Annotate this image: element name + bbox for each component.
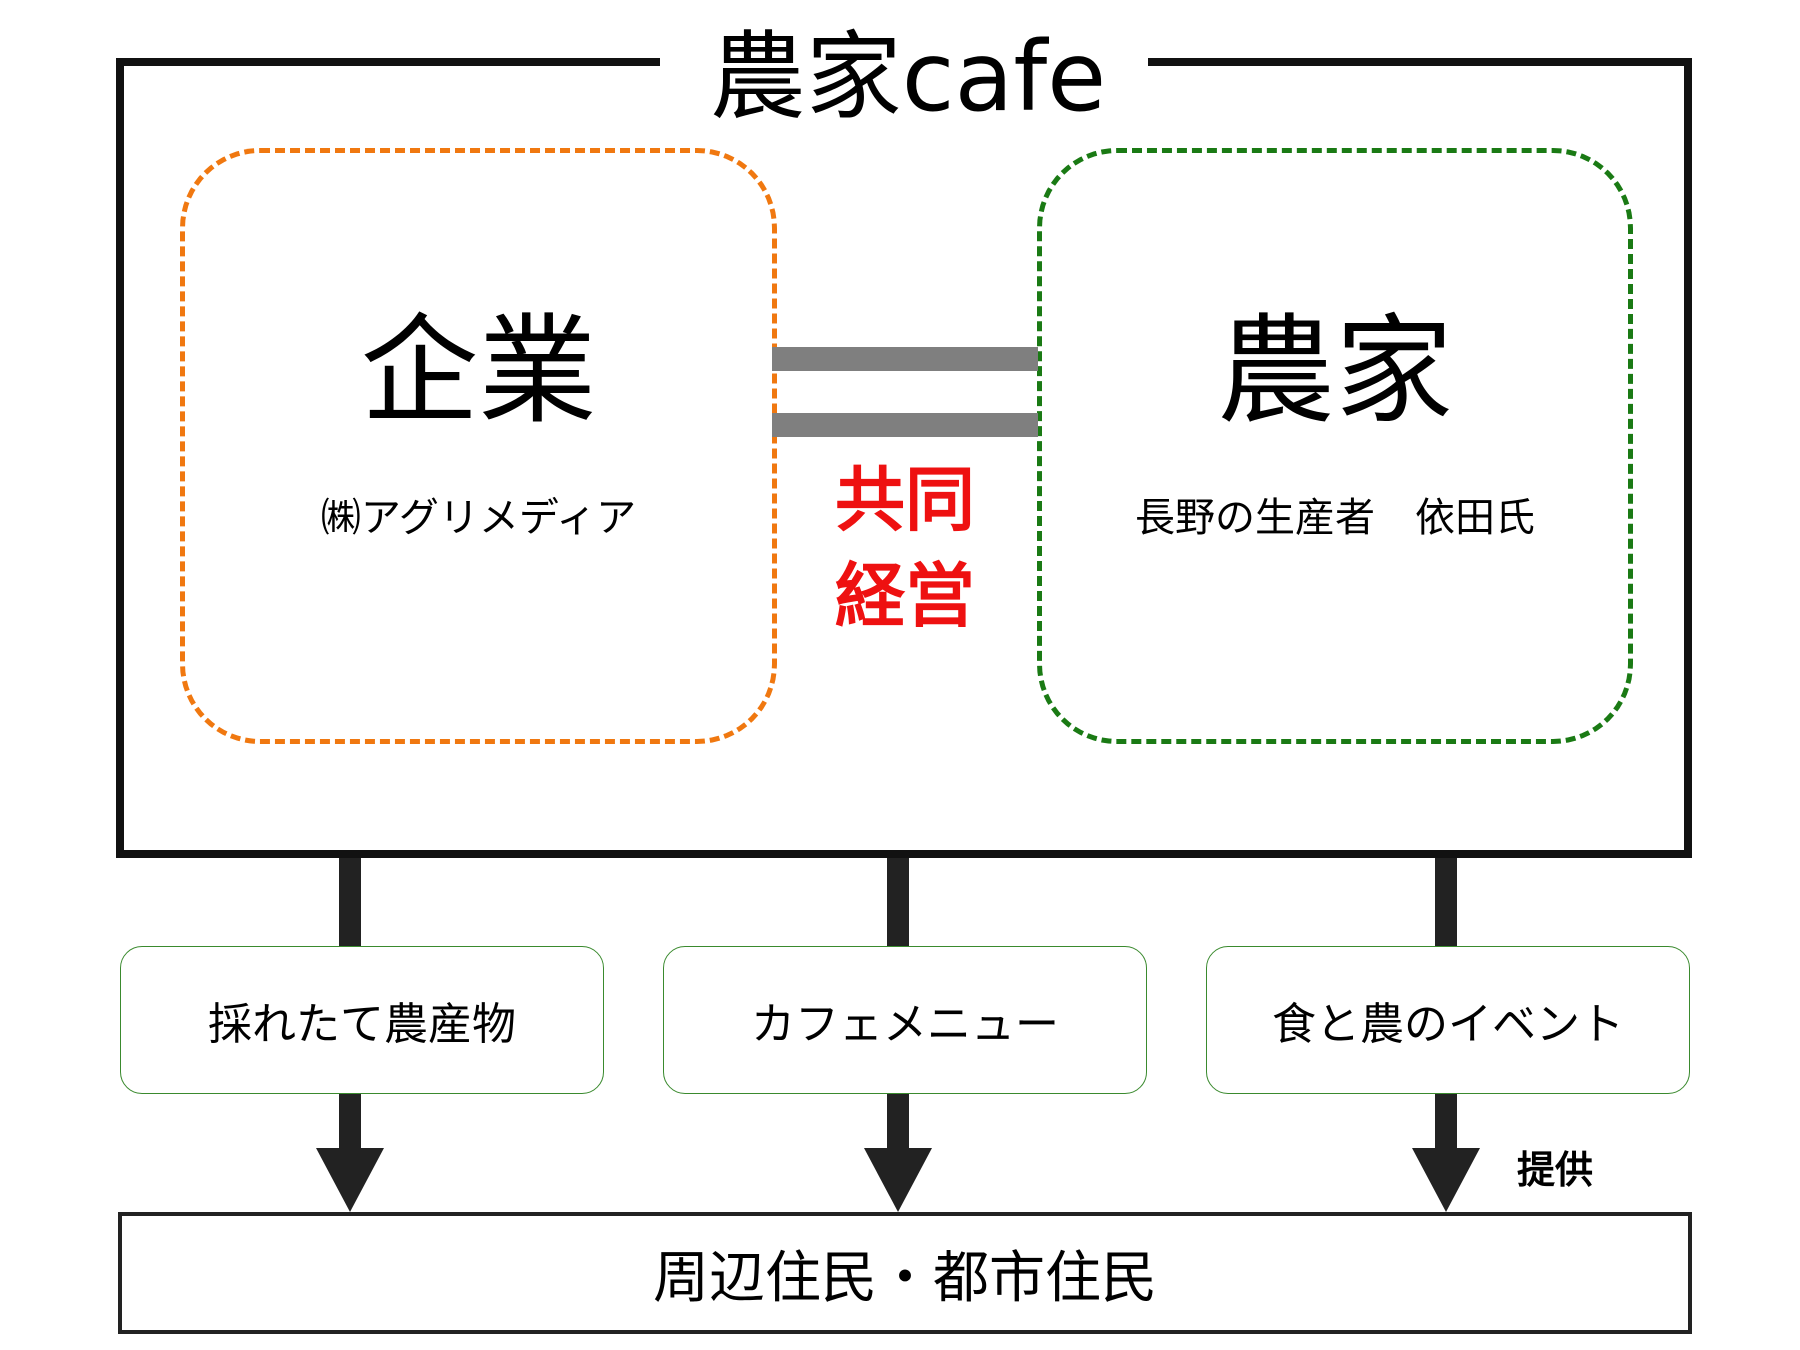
company-detail: ㈱アグリメディア — [320, 495, 637, 541]
arrow-2-head — [864, 1148, 932, 1212]
farmer-box — [1037, 148, 1633, 744]
offering-box-events: 食と農のイベント — [1206, 946, 1690, 1094]
frame-top-left — [116, 58, 660, 66]
farmer-label: 農家 — [1216, 301, 1453, 440]
company-box — [180, 148, 777, 744]
frame-top-right — [1148, 58, 1692, 66]
provide-label: 提供 — [1516, 1147, 1593, 1192]
connector-2-upper — [887, 858, 909, 948]
arrow-1-stem — [339, 1094, 361, 1150]
offering-box-produce: 採れたて農産物 — [120, 946, 604, 1094]
frame-left — [116, 58, 124, 858]
arrow-3-stem — [1435, 1094, 1457, 1150]
frame-right — [1684, 58, 1692, 858]
offering-box-cafe-menu: カフェメニュー — [663, 946, 1147, 1094]
connector-1-upper — [339, 858, 361, 948]
equals-bar-bottom — [772, 413, 1038, 437]
residents-box: 周辺住民・都市住民 — [118, 1212, 1692, 1334]
frame-bottom — [116, 850, 1692, 858]
farmer-detail: 長野の生産者 依田氏 — [1135, 495, 1535, 541]
equals-bar-top — [772, 347, 1038, 371]
diagram-title: 農家cafe — [668, 8, 1148, 133]
joint-management-line-1: 共同 — [835, 458, 975, 541]
arrow-3-head — [1412, 1148, 1480, 1212]
company-label: 企業 — [360, 301, 597, 440]
arrow-2-stem — [887, 1094, 909, 1150]
connector-3-upper — [1435, 858, 1457, 948]
arrow-1-head — [316, 1148, 384, 1212]
joint-management-line-2: 経営 — [835, 554, 975, 637]
